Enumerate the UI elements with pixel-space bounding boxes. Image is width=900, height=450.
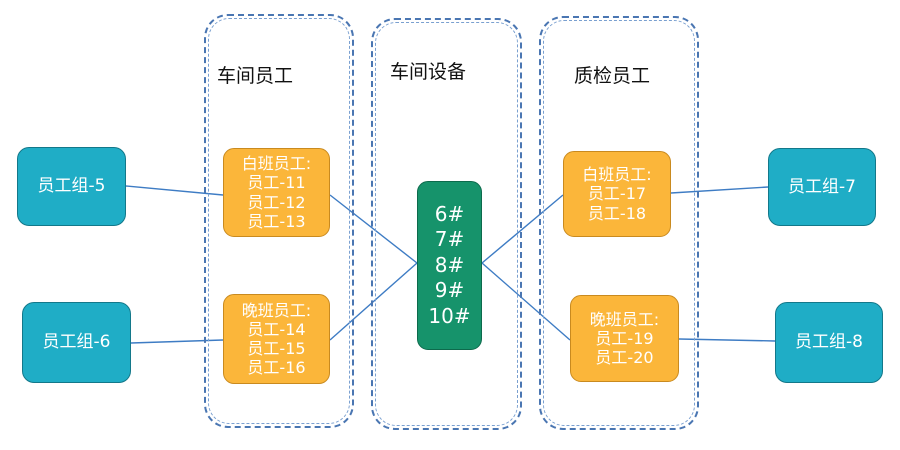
team-label: 员工组-5 [37,176,106,197]
connector-team5-day [125,185,224,196]
qc-staff-group [539,16,699,430]
team-label: 员工组-8 [795,332,863,353]
team-node-6: 员工组-6 [22,302,131,383]
member-label: 员工-20 [595,348,654,368]
team-node-7: 员工组-7 [768,148,876,226]
equipment-label: 6# [434,202,465,227]
team-label: 员工组-6 [42,332,111,353]
connector-qcnight-team8 [678,338,776,342]
connector-equipment-qcday [481,194,564,264]
member-label: 员工-15 [247,339,306,358]
connector-day-equipment [329,194,418,264]
connector-qcday-team7 [670,186,769,194]
shift-title: 晚班员工: [241,300,312,320]
equipment-label: 10# [428,303,471,328]
connector-team6-night [130,339,224,344]
member-label: 员工-11 [247,173,306,193]
workshop-equipment-title: 车间设备 [389,61,467,83]
equipment-label: 8# [434,252,465,277]
team-node-5: 员工组-5 [17,147,126,226]
qc-staff-title: 质检员工 [573,65,651,87]
member-label: 员工-13 [247,211,306,231]
shift-title: 晚班员工: [589,309,660,329]
equipment-label: 7# [434,227,465,252]
member-label: 员工-17 [587,184,647,204]
qc-night-shift-node: 晚班员工: 员工-19 员工-20 [570,295,679,382]
qc-day-shift-node: 白班员工: 员工-17 员工-18 [563,151,671,237]
equipment-label: 9# [434,278,465,303]
member-label: 员工-12 [247,192,306,212]
member-label: 员工-16 [247,358,306,378]
workshop-staff-group [204,14,354,428]
workshop-night-shift-node: 晚班员工: 员工-14 员工-15 员工-16 [223,294,330,384]
workshop-day-shift-node: 白班员工: 员工-11 员工-12 员工-13 [223,148,330,237]
team-label: 员工组-7 [788,176,856,197]
member-label: 员工-14 [247,319,306,339]
shift-title: 白班员工: [582,165,652,185]
shift-title: 白班员工: [241,154,312,174]
workshop-staff-title: 车间员工 [216,65,294,87]
member-label: 员工-18 [587,203,647,223]
connector-night-equipment [329,262,418,341]
workshop-equipment-group [371,18,522,430]
equipment-node: 6# 7# 8# 9# 10# [417,181,482,350]
team-node-8: 员工组-8 [775,302,883,383]
member-label: 员工-19 [595,328,654,348]
connector-equipment-qcnight [481,262,571,341]
